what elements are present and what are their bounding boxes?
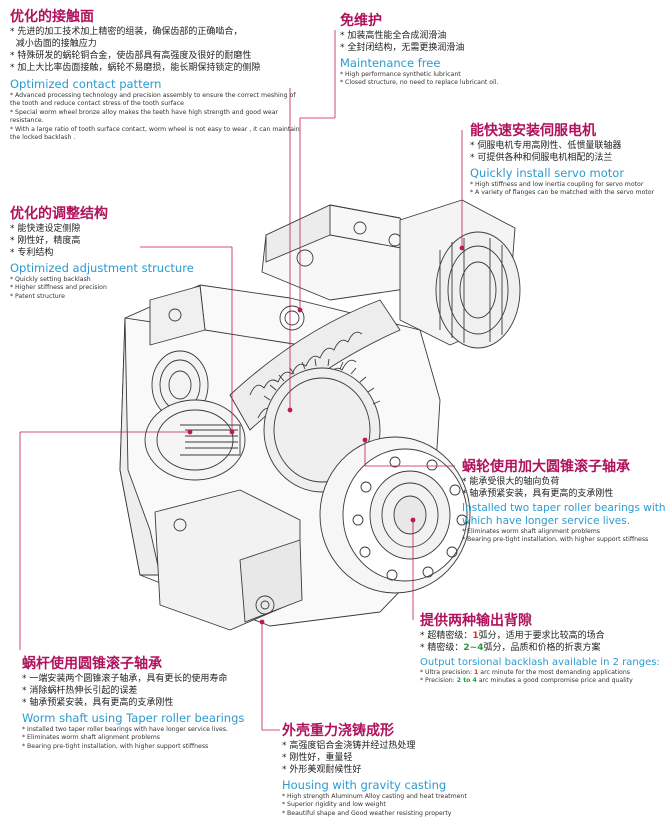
housing-cn-item: 高强度铝合金浇铸并经过热处理 (289, 741, 416, 751)
backlash-en-1-pre: * Ultra precision: (420, 669, 473, 676)
servo-en-title: Quickly install servo motor (470, 166, 625, 180)
backlash-cn-title: 提供两种输出背隙 (420, 613, 532, 629)
worm-shaft-cn-item: 轴承预紧安装，具有更高的支承刚性 (29, 698, 174, 708)
worm-shaft-cn-title: 蜗杆使用圆锥滚子轴承 (22, 656, 162, 672)
housing-en-item: * Beautiful shape and Good weather resis… (282, 809, 452, 817)
backlash-en-1-post: arc minute for the most demanding applic… (480, 669, 630, 676)
housing-en-item: * Superior rigidity and low weight (282, 801, 386, 809)
callout-wheel-bearing: 蜗轮使用加大圆锥滚子轴承 * 能承受很大的轴向负荷 * 轴承预紧安装，具有更高的… (462, 459, 666, 544)
backlash-cn-2-num: 2~4 (463, 643, 484, 653)
servo-en-item: * High stiffness and low inertia couplin… (470, 181, 644, 188)
contact-cn-item: 加上大比率齿面接触，蜗轮不易磨损，能长期保持锁定的侧隙 (17, 63, 261, 73)
servo-cn-title: 能快速安装伺服电机 (470, 123, 596, 139)
contact-cn-item: 先进的加工技术加上精密的组装，确保齿部的正确啮合， (17, 27, 243, 37)
output-flange (319, 436, 471, 594)
wheel-bearing-en-title-2: which have longer service lives. (462, 515, 631, 527)
callout-worm-shaft: 蜗杆使用圆锥滚子轴承 * 一端安装两个圆锥滚子轴承，具有更长的使用寿命 * 消除… (22, 655, 272, 751)
worm-shaft-en-item: * Bearing pre-tight installation, with h… (22, 742, 209, 750)
backlash-en-title: Output torsional backlash available in 2… (420, 657, 660, 668)
callout-contact-pattern: 优化的接触面 * 先进的加工技术加上精密的组装，确保齿部的正确啮合， 减小齿面的… (10, 9, 300, 142)
contact-en-item: * Advanced processing technology and pre… (10, 92, 296, 108)
worm-shaft-bearing (144, 350, 246, 481)
leader-lines (19, 30, 465, 731)
servo-en-item: * A variety of flanges can be matched wi… (470, 189, 655, 197)
contact-en-item: * With a large ratio of tooth surface co… (10, 125, 300, 142)
housing-cn-item: 外形美观耐候性好 (289, 765, 362, 775)
servo-coupling (399, 199, 521, 349)
housing-cn-item: 刚性好，重量轻 (289, 753, 353, 763)
callout-servo-motor: 能快速安装伺服电机 * 伺服电机专用高刚性、低惯量联轴器 * 可提供各种和伺服电… (470, 122, 665, 198)
adjust-cn-item: 专利结构 (17, 248, 54, 258)
backlash-cn-2-post: 弧分，品质和价格的折衷方案 (483, 643, 601, 653)
wheel-bearing-en-item: * Bearing pre-tight installation, with h… (462, 536, 649, 544)
adjust-cn-title: 优化的调整结构 (10, 206, 108, 222)
wheel-bearing-en-title-1: Installed two taper roller bearings with (462, 502, 666, 514)
maintenance-en-item: * High performance synthetic lubricant (340, 71, 461, 78)
mounting-ear (149, 285, 206, 346)
worm-shaft-cn-item: 消除蜗杆热伸长引起的误差 (29, 686, 138, 696)
wheel-bearing-cn-item: 能承受很大的轴向负荷 (469, 477, 560, 487)
maintenance-cn-item: 加装高性能全合成润滑油 (347, 31, 447, 41)
worm-shaft-en-item: * Installed two taper roller bearings wi… (22, 726, 229, 733)
backlash-cn-1-num: 1 (472, 631, 479, 641)
wheel-bearing-cn-title: 蜗轮使用加大圆锥滚子轴承 (462, 459, 630, 475)
adjust-en-title: Optimized adjustment structure (10, 261, 194, 275)
worm-shaft-en-title: Worm shaft using Taper roller bearings (22, 711, 245, 725)
backlash-en-2-pre: * Precision: (420, 677, 455, 685)
maintenance-en-item: * Closed structure, no need to replace l… (340, 79, 499, 87)
adjust-en-item: * Patent structure (10, 292, 65, 300)
adjust-en-item: * Quickly setting backlash (10, 276, 91, 283)
maintenance-en-title: Maintenance free (340, 56, 441, 70)
worm-shaft-cn-item: 一端安装两个圆锥滚子轴承，具有更长的使用寿命 (29, 674, 228, 684)
backlash-cn-1-post: 弧分，适用于要求比较高的场合 (478, 631, 605, 641)
backlash-en-2-num: 2 to 4 (456, 677, 477, 685)
maintenance-cn-title: 免维护 (340, 13, 382, 29)
backlash-en-1-num: 1 (474, 669, 479, 676)
wheel-bearing-en-item: * Eliminates worm shaft alignment proble… (462, 528, 601, 535)
housing-en-item: * High strength Aluminum Alloy casting a… (282, 793, 467, 800)
contact-cn-title: 优化的接触面 (10, 9, 94, 25)
base-foot (154, 489, 303, 631)
contact-en-title: Optimized contact pattern (10, 77, 162, 91)
backlash-cn-1-pre: 超精密级： (427, 631, 473, 641)
contact-cn-item: 减小齿面的接触应力 (15, 39, 97, 49)
servo-cn-item: 伺服电机专用高刚性、低惯量联轴器 (477, 141, 622, 151)
callout-maintenance: 免维护 * 加装高性能全合成润滑油 * 全封闭结构，无需更换润滑油 Mainte… (340, 12, 540, 88)
housing-en-title: Housing with gravity casting (282, 778, 447, 792)
adjust-cn-item: 能快速设定侧隙 (17, 224, 81, 234)
callout-adjustment: 优化的调整结构 * 能快速设定侧隙 * 刚性好，精度高 * 专利结构 Optim… (10, 205, 200, 301)
worm-shaft-en-item: * Eliminates worm shaft alignment proble… (22, 734, 161, 742)
adjust-cn-item: 刚性好，精度高 (17, 236, 81, 246)
backlash-en-2-post: arc minutes a good compromise price and … (478, 677, 633, 685)
housing-cn-title: 外壳重力浇铸成形 (282, 723, 394, 739)
callout-backlash: 提供两种输出背隙 * 超精密级：1弧分，适用于要求比较高的场合 * 精密级：2~… (420, 612, 666, 686)
wheel-bearing-cn-item: 轴承预紧安装，具有更高的支承刚性 (469, 489, 614, 499)
backlash-cn-2-pre: 精密级： (427, 643, 464, 653)
contact-en-item: * Special worm wheel bronze alloy makes … (10, 108, 279, 125)
callout-housing: 外壳重力浇铸成形 * 高强度铝合金浇铸并经过热处理 * 刚性好，重量轻 * 外形… (282, 722, 512, 818)
adjust-en-item: * Higher stiffness and precision (10, 284, 107, 292)
servo-cn-item: 可提供各种和伺服电机相配的法兰 (477, 153, 613, 163)
contact-cn-item: 特殊研发的蜗轮铜合金，使齿部具有高强度及很好的耐磨性 (17, 51, 252, 61)
maintenance-cn-item: 全封闭结构，无需更换润滑油 (347, 43, 465, 53)
